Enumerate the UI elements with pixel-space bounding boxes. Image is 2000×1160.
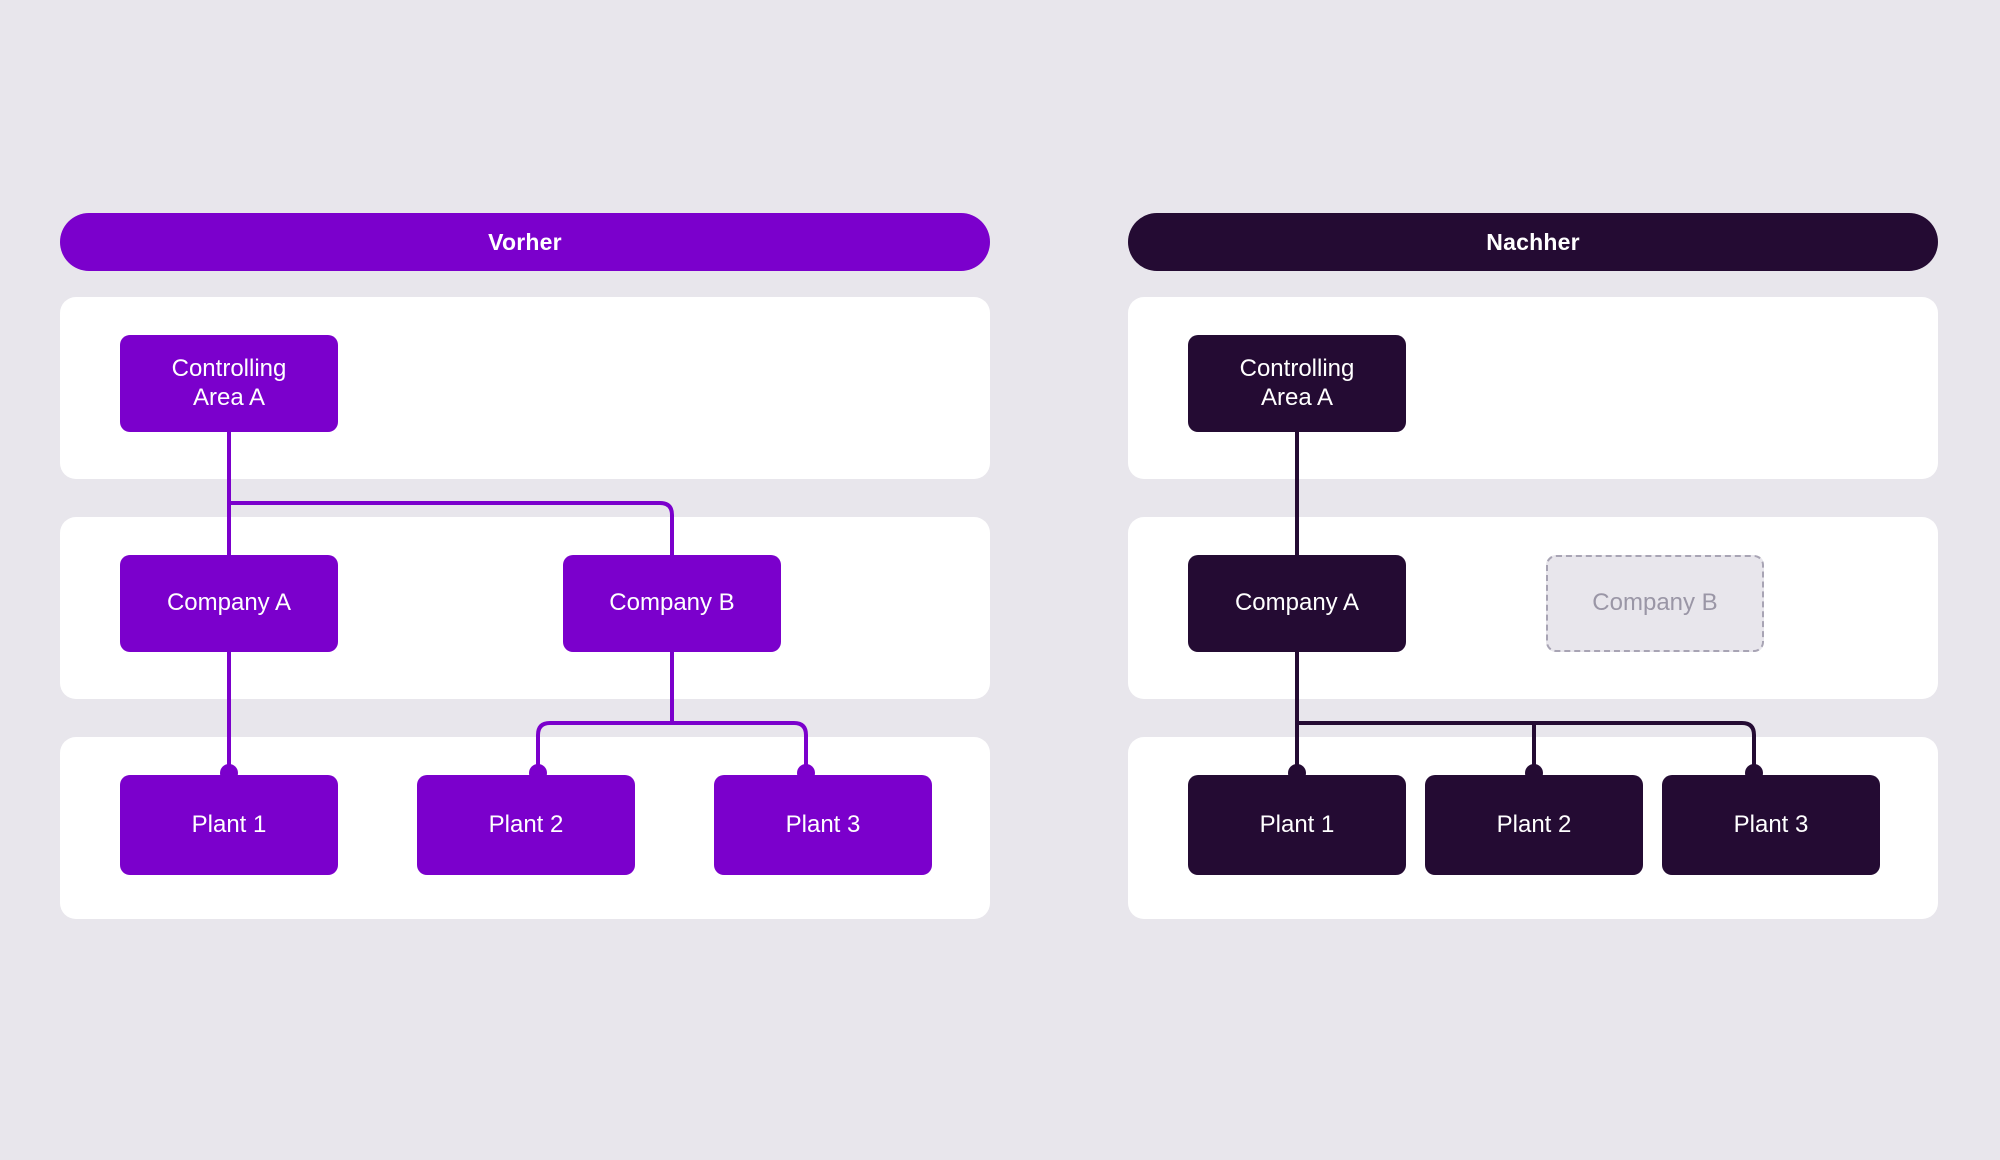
node-plant-1-vorher[interactable]: Plant 1 — [120, 775, 338, 875]
row-company-nachher: Company A Company B — [1128, 479, 1938, 699]
panel-header-vorher: Vorher — [60, 213, 990, 271]
connector-bus-to-plant-3 — [1297, 721, 1756, 771]
node-company-a-nachher[interactable]: Company A — [1188, 555, 1406, 652]
connector-ca-to-company-b — [229, 501, 674, 555]
node-company-b-removed-nachher: Company B — [1546, 555, 1764, 652]
row-company-vorher: Company A Company B — [60, 479, 990, 699]
row-plant-vorher: Plant 1 Plant 2 Plant 3 — [60, 699, 990, 919]
row-plant-nachher: Plant 1 Plant 2 Plant 3 — [1128, 699, 1938, 919]
panel-header-nachher: Nachher — [1128, 213, 1938, 271]
node-plant-3-nachher[interactable]: Plant 3 — [1662, 775, 1880, 875]
connector-company-b-bus — [536, 721, 808, 771]
node-plant-2-nachher[interactable]: Plant 2 — [1425, 775, 1643, 875]
node-company-a-vorher[interactable]: Company A — [120, 555, 338, 652]
node-company-b-vorher[interactable]: Company B — [563, 555, 781, 652]
node-plant-3-vorher[interactable]: Plant 3 — [714, 775, 932, 875]
node-plant-1-nachher[interactable]: Plant 1 — [1188, 775, 1406, 875]
node-plant-2-vorher[interactable]: Plant 2 — [417, 775, 635, 875]
